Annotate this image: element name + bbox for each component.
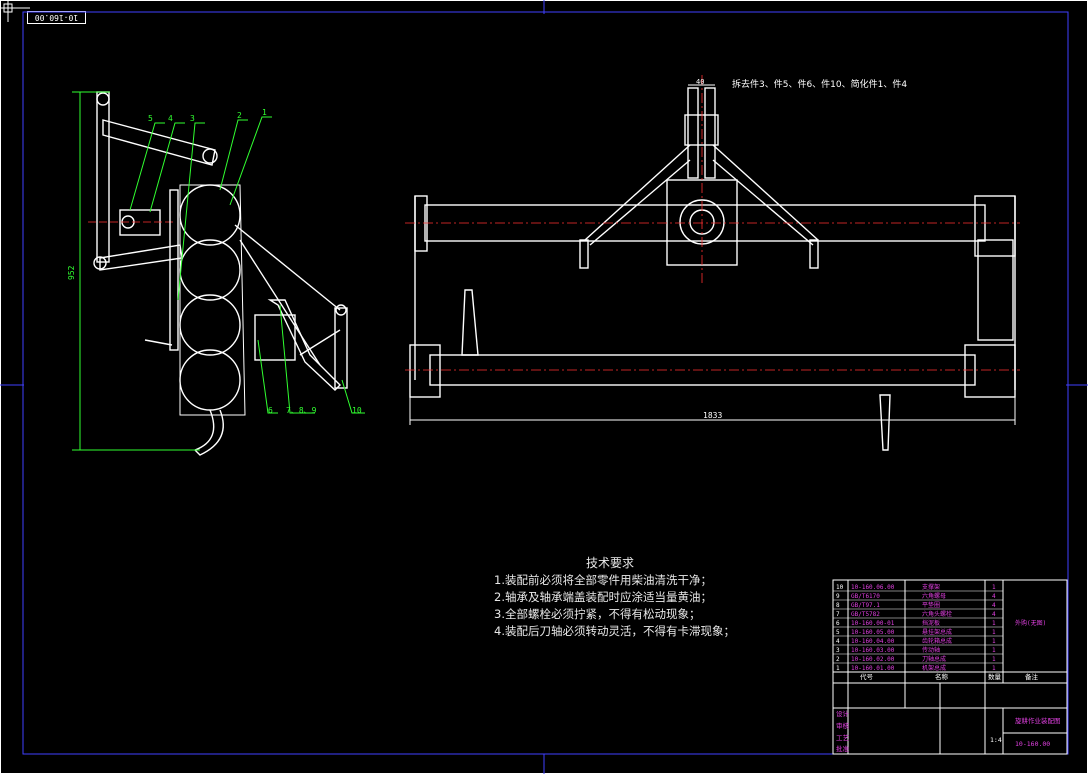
bom-cell-name: 齿轮箱总成 (922, 637, 952, 645)
length-dimension-text: 1833 (703, 411, 722, 420)
bom-cell-qty: 1 (992, 656, 996, 663)
bom-cell-qty: 1 (992, 647, 996, 654)
height-dimension-text: 952 (67, 265, 76, 280)
title-block-text: 旋耕作业装配图 10-160.00 1:4 代号 名称 数量 备注 设计 审核 … (836, 672, 1061, 753)
balloon-7-8-9: 7、8、9 (286, 406, 317, 415)
bom-cell-qty: 1 (992, 665, 996, 672)
bom-cell-no: 5 (836, 629, 840, 636)
balloon-2: 2 (237, 111, 242, 120)
tech-req-title: 技术要求 (586, 556, 635, 570)
bom-cell-no: 7 (836, 611, 840, 618)
bom-cell-no: 10 (836, 584, 844, 591)
bom-cell-qty: 1 (992, 629, 996, 636)
bom-cell-code: 10-160.01.00 (851, 665, 895, 672)
bom-header-code: 代号 (860, 672, 874, 681)
bom-cell-no: 9 (836, 593, 840, 600)
bom-cell-code: GB/T5782 (851, 611, 880, 618)
tech-req-item-1: 1.装配前必须将全部零件用柴油清洗干净； (494, 573, 712, 587)
sign-review: 审核 (836, 721, 850, 730)
bom-cell-code: GB/T6170 (851, 593, 880, 600)
bom-header-note: 备注 (1025, 672, 1039, 681)
side-balloon-leaders (129, 116, 365, 414)
bom-cell-name: 六角螺母 (922, 592, 946, 600)
bom-cell-name: 支撑架 (922, 583, 940, 591)
tech-req-item-2: 2.轴承及轴承端盖装配时应涂适当量黄油； (494, 590, 712, 604)
bom-cell-name: 挡泥板 (922, 619, 940, 627)
front-centerlines (405, 75, 1020, 371)
bom-cell-code: 10-160.03.00 (851, 647, 895, 654)
tech-req-item-3: 3.全部螺栓必须拧紧，不得有松动现象； (494, 607, 701, 621)
bom-cell-code: 10-160.02.00 (851, 656, 895, 663)
balloon-10: 10 (352, 406, 362, 415)
bom-cell-code: 10-160.04.00 (851, 638, 895, 645)
balloon-6: 6 (268, 406, 273, 415)
technical-requirements: 技术要求 1.装配前必须将全部零件用柴油清洗干净； 2.轴承及轴承端盖装配时应涂… (494, 555, 735, 640)
hitch-width-text: 40 (696, 78, 704, 86)
balloon-3: 3 (190, 114, 195, 123)
bom-cell-no: 6 (836, 620, 840, 627)
bom-cell-no: 2 (836, 656, 840, 663)
bom-cell-name: 传动轴 (922, 646, 940, 654)
bom-cell-no: 8 (836, 602, 840, 609)
bom-cell-code: 10-160.06.00 (851, 584, 895, 591)
bom-cell-name: 六角头螺栓 (922, 610, 952, 618)
length-dimension (409, 84, 1016, 425)
sign-process: 工艺 (836, 734, 850, 742)
bom-cell-qty: 1 (992, 620, 996, 627)
bom-cell-qty: 1 (992, 584, 996, 591)
balloon-4: 4 (168, 114, 173, 123)
bom-cell-qty: 4 (992, 593, 996, 600)
bom-cell-code: 10-160.05.00 (851, 629, 895, 636)
title-code: 10-160.00 (1015, 740, 1050, 748)
bom-cell-qty: 4 (992, 602, 996, 609)
balloon-1: 1 (262, 108, 267, 117)
bom-cell-no: 4 (836, 638, 840, 645)
bom-cell-qty: 1 (992, 638, 996, 645)
bom-cell-no: 1 (836, 665, 840, 672)
front-view (409, 87, 1016, 451)
scale-text: 1:4 (990, 736, 1002, 744)
title-name: 旋耕作业装配图 (1015, 716, 1061, 725)
sign-approve: 批准 (836, 744, 850, 753)
side-view (88, 91, 348, 456)
bom-cell-name: 机架总成 (922, 664, 946, 672)
bom-cell-note: 外购(无图) (1015, 619, 1046, 627)
bom-cell-name: 平垫圈 (922, 601, 940, 609)
bom-cell-name: 悬挂架总成 (922, 628, 952, 636)
view-note: 拆去件3、件5、件6、件10、简化件1、件4 (732, 78, 907, 90)
bom-cell-name: 刀轴总成 (922, 655, 946, 663)
bom-table: 10 10-160.06.00 支撑架 1 9 GB/T6170 六角螺母 4 8 GB/T97.… (833, 583, 1046, 673)
bom-cell-code: 10-160.00-01 (851, 620, 895, 627)
bom-cell-qty: 4 (992, 611, 996, 618)
height-dimension (72, 91, 200, 451)
bom-header-qty: 数量 (988, 672, 1002, 681)
inner-frame (22, 11, 1069, 755)
crosshair-cursor (0, 0, 30, 22)
balloon-5: 5 (148, 114, 153, 123)
side-balloons: 5 4 3 2 1 6 7、8、9 10 (148, 108, 362, 415)
bom-cell-code: GB/T97.1 (851, 602, 880, 609)
tech-req-item-4: 4.装配后刀轴必须转动灵活，不得有卡滞现象； (494, 624, 735, 638)
bom-header-name: 名称 (935, 672, 949, 681)
sign-design: 设计 (836, 709, 850, 718)
bom-cell-no: 3 (836, 647, 840, 654)
